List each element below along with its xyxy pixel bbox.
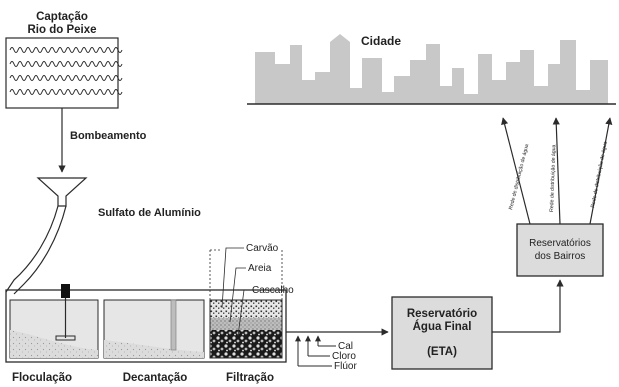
cloro-label: Cloro [332, 351, 356, 362]
sulfato-label: Sulfato de Alumínio [98, 207, 201, 219]
wave-line [9, 75, 123, 81]
distribution-line-3 [589, 117, 613, 225]
cidade-label: Cidade [361, 34, 401, 48]
floculacao-sediment [10, 330, 98, 358]
pipe-left [5, 205, 59, 293]
wave-line [9, 61, 123, 67]
decantacao-baffle [170, 299, 177, 351]
distribution-line-1 [501, 117, 531, 225]
cascalho-layer [210, 330, 282, 358]
wave-line [9, 89, 123, 95]
tank-outline [5, 289, 287, 363]
decantacao-label: Decantação [123, 372, 188, 384]
river-waves [9, 47, 123, 95]
reservatorio-final-subtitle: Água Final [413, 320, 472, 333]
cal-label: Cal [338, 341, 353, 352]
rede-label-2: Rede de distribuição de água [549, 144, 557, 212]
rio-label: Rio do Peixe [27, 24, 96, 36]
carvao-leader [221, 247, 244, 309]
flow-to-bairros [492, 279, 564, 333]
mixer-motor-icon [61, 284, 70, 298]
funnel-icon [36, 177, 88, 207]
reservatorios-bairros-box [516, 223, 604, 277]
areia-layer [210, 318, 282, 330]
pipe-right [13, 205, 67, 295]
reservatorios-bairros-title: Reservatórios [529, 238, 591, 249]
fluor-label: Flúor [334, 361, 357, 372]
cascalho-label: Cascalho [252, 285, 294, 296]
filtracao-label: Filtração [226, 372, 274, 384]
eta-label: (ETA) [427, 346, 457, 358]
areia-leader [229, 267, 246, 323]
reservatorios-bairros-subtitle: dos Bairros [535, 251, 586, 262]
reservatorio-final-title: Reservatório [407, 308, 477, 320]
reservatorio-final-box [391, 296, 493, 370]
captacao-label: Captação [36, 11, 88, 23]
wave-line [9, 47, 123, 53]
carvao-label: Carvão [246, 243, 279, 254]
floculacao-label: Floculação [12, 372, 72, 384]
filtracao-border [209, 299, 283, 359]
cascalho-leader [237, 289, 250, 337]
bombeamento-label: Bombeamento [70, 130, 147, 142]
rede-label-3: Rede de distribuição de água [590, 141, 609, 209]
city-skyline [255, 34, 608, 104]
decantacao-sediment [104, 340, 204, 358]
carvao-layer [210, 300, 282, 318]
areia-label: Areia [248, 263, 272, 274]
mixer-blade [55, 335, 76, 341]
distribution-line-2 [552, 117, 561, 225]
